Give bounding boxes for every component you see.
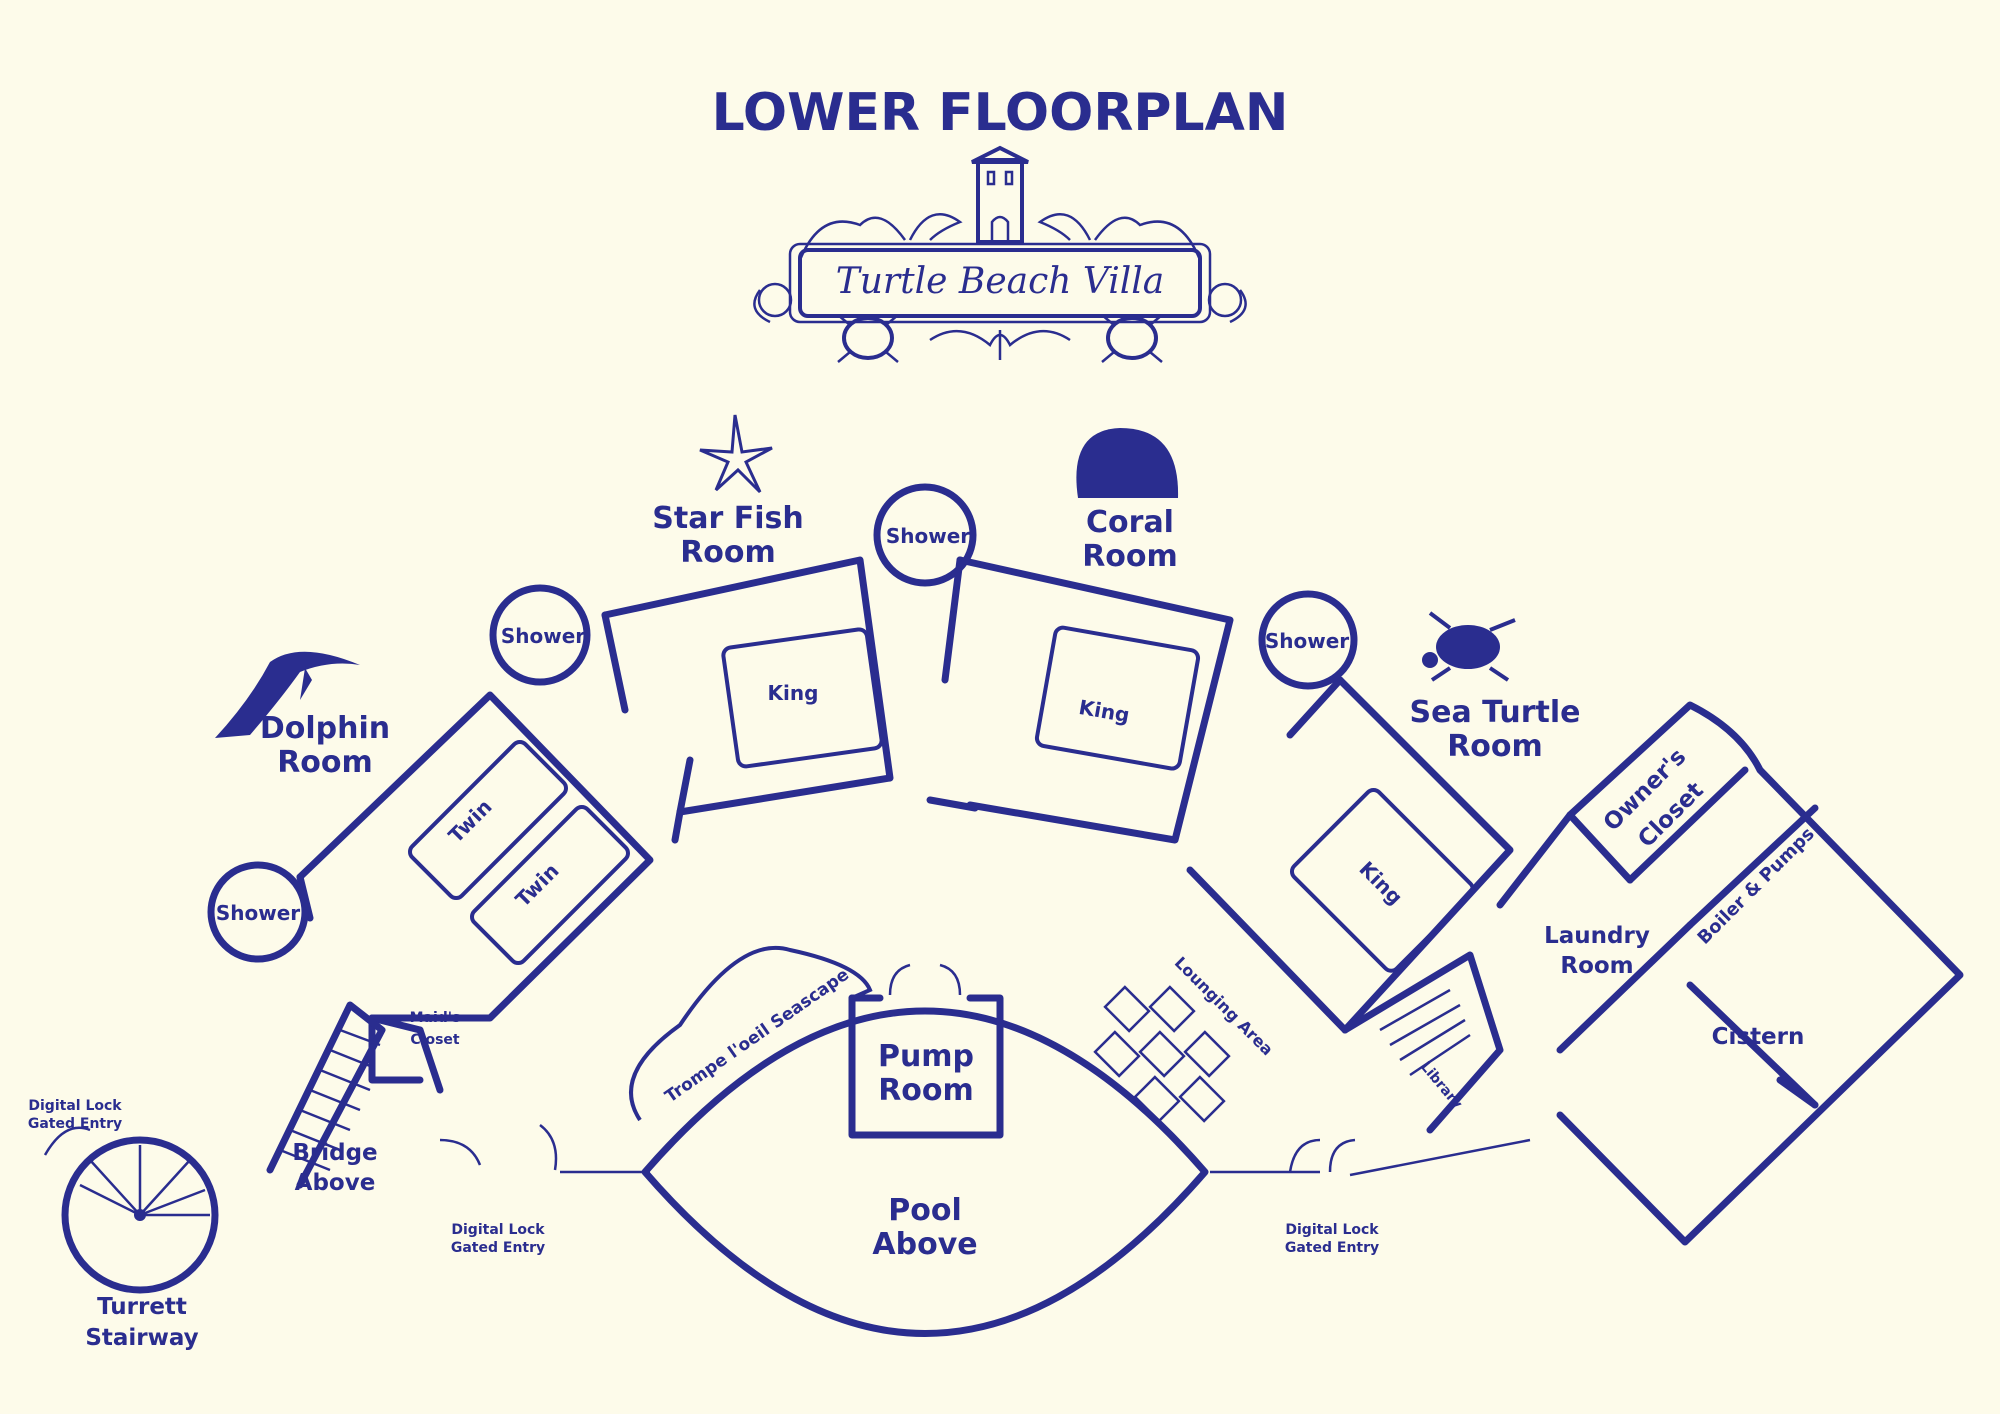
label-gate-mid: Gated Entry bbox=[451, 1240, 545, 1256]
label-starfish-room: Star Fish bbox=[652, 501, 803, 536]
label-turret: Turrett bbox=[97, 1294, 187, 1320]
shower-circles bbox=[207, 483, 1358, 963]
bridge-stairs bbox=[279, 1028, 381, 1172]
label-shower: Shower bbox=[216, 901, 300, 925]
label-seaturtle-room: Sea Turtle bbox=[1410, 695, 1581, 730]
label-turret-2: Stairway bbox=[85, 1325, 198, 1351]
label-king: King bbox=[1077, 695, 1131, 727]
label-lock-mid: Digital Lock bbox=[451, 1222, 545, 1238]
label-pump-room-2: Room bbox=[878, 1073, 974, 1108]
bed-twin-2 bbox=[469, 804, 631, 966]
label-dolphin-room-2: Room bbox=[277, 745, 373, 780]
coral-icon bbox=[1076, 428, 1179, 498]
label-laundry-room-2: Room bbox=[1560, 953, 1633, 979]
pool-outline bbox=[641, 1007, 1209, 1337]
label-dolphin-room: Dolphin bbox=[260, 711, 390, 746]
label-library: Library bbox=[1417, 1059, 1465, 1112]
logo-turtle-icon bbox=[837, 314, 1163, 363]
dolphin-icon bbox=[215, 651, 360, 738]
label-bridge-2: Above bbox=[295, 1170, 376, 1196]
bed-twin-1 bbox=[407, 739, 569, 901]
label-maids-closet: Maid's bbox=[410, 1010, 461, 1026]
label-king: King bbox=[1354, 857, 1407, 910]
trompe-wall bbox=[629, 945, 873, 1122]
label-pump-room: Pump bbox=[878, 1039, 974, 1074]
label-maids-closet-2: Closet bbox=[410, 1032, 460, 1048]
turret-spiral-stairs bbox=[79, 1145, 210, 1221]
label-shower: Shower bbox=[886, 524, 970, 548]
sea-turtle-icon bbox=[1422, 611, 1516, 682]
label-cistern: Cistern bbox=[1712, 1024, 1805, 1050]
page-title: LOWER FLOORPLAN bbox=[712, 83, 1289, 143]
label-pool-2: Above bbox=[872, 1227, 977, 1262]
label-shower: Shower bbox=[501, 624, 585, 648]
entry-labels: Digital Lock Gated Entry Digital Lock Ga… bbox=[28, 1098, 1379, 1256]
label-pool: Pool bbox=[888, 1193, 962, 1228]
tower-logo-icon bbox=[971, 145, 1029, 244]
label-bridge: Bridge bbox=[292, 1140, 377, 1166]
label-lock-right: Digital Lock bbox=[1285, 1222, 1379, 1238]
library-stairs bbox=[1379, 988, 1471, 1077]
label-lock-left: Digital Lock bbox=[28, 1098, 122, 1114]
label-twin: Twin bbox=[444, 795, 497, 848]
starfish-icon bbox=[699, 414, 773, 494]
floorplan-walls bbox=[61, 556, 1964, 1294]
fixture-labels: Shower Shower Shower Shower King King Ki… bbox=[216, 524, 1408, 925]
label-gate-left: Gated Entry bbox=[28, 1116, 122, 1132]
beds bbox=[407, 625, 1475, 973]
label-boiler-pumps: Boiler & Pumps bbox=[1693, 823, 1818, 948]
bed-king-starfish bbox=[721, 627, 884, 769]
label-starfish-room-2: Room bbox=[680, 535, 776, 570]
bed-king-coral bbox=[1034, 625, 1201, 771]
label-coral-room: Coral bbox=[1086, 505, 1174, 540]
label-laundry-room: Laundry bbox=[1544, 923, 1650, 949]
scroll-ornament-icon bbox=[798, 212, 1202, 261]
label-gate-right: Gated Entry bbox=[1285, 1240, 1379, 1256]
label-king: King bbox=[768, 681, 819, 705]
label-trompe-seascape: Trompe l'oeil Seascape bbox=[661, 965, 852, 1107]
label-lounging-area: Lounging Area bbox=[1171, 953, 1277, 1059]
logo-fleur-icon bbox=[929, 329, 1071, 360]
villa-logo: Turtle Beach Villa bbox=[753, 145, 1247, 363]
label-seaturtle-room-2: Room bbox=[1447, 729, 1543, 764]
label-shower: Shower bbox=[1265, 629, 1349, 653]
logo-text: Turtle Beach Villa bbox=[836, 261, 1165, 302]
bed-king-seaturtle bbox=[1289, 787, 1475, 973]
door-swings bbox=[43, 963, 1356, 1173]
logo-side-scroll-icon bbox=[753, 282, 1247, 324]
lounging-chairs bbox=[1093, 985, 1231, 1123]
logo-banner bbox=[798, 248, 1202, 318]
label-coral-room-2: Room bbox=[1082, 539, 1178, 574]
